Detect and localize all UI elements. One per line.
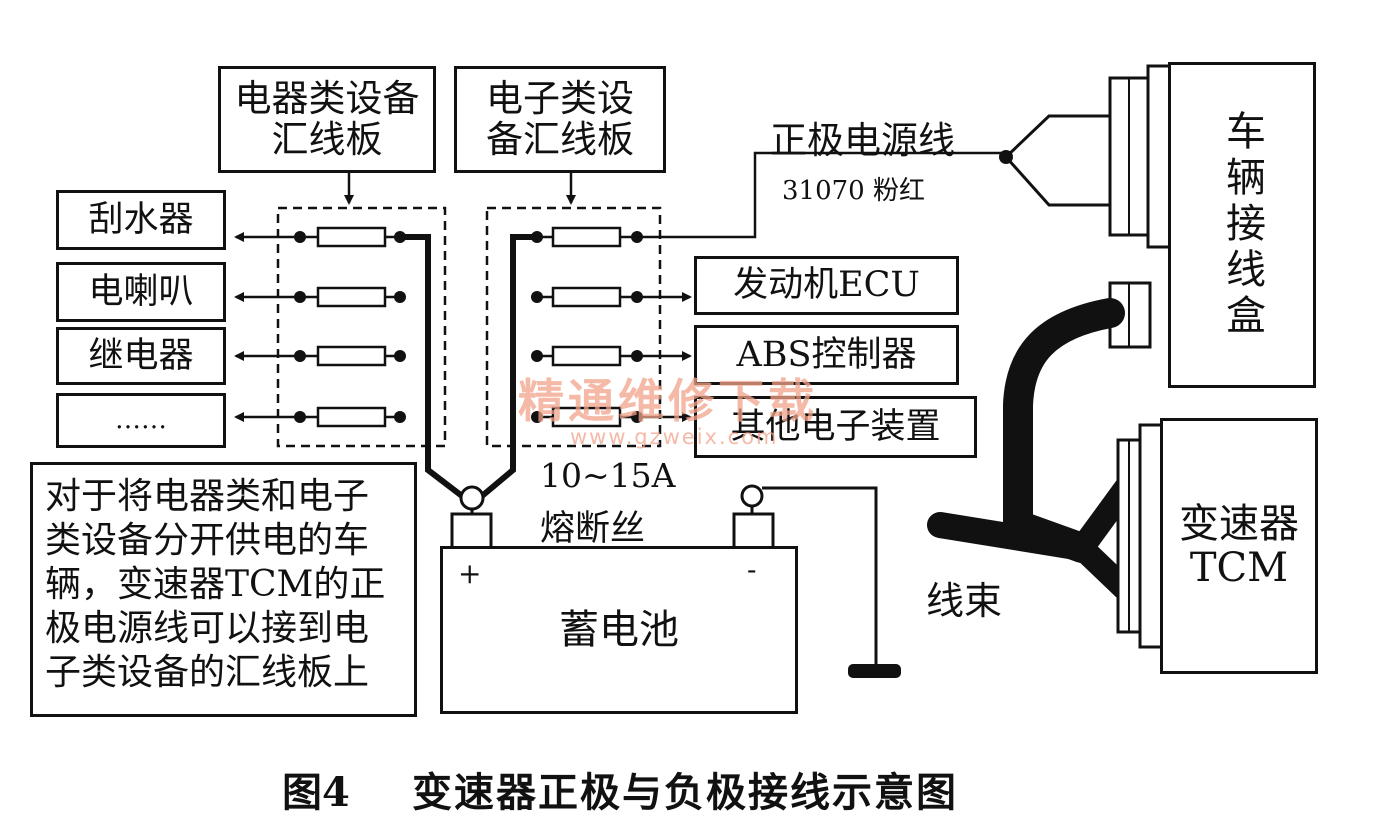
- fuse-rating-label: 10~15A: [540, 456, 676, 495]
- electronic-bus-outline: [485, 206, 662, 448]
- junction-box: 车辆接线盒: [1168, 62, 1316, 388]
- battery: 蓄电池: [440, 546, 798, 714]
- fuse-name-label: 熔断丝: [540, 509, 646, 549]
- figure-title: 变速器正极与负极接线示意图: [412, 769, 958, 816]
- load-box-other-electronics: 其他电子装置: [694, 396, 977, 458]
- electrical-bus-outline: [276, 206, 447, 448]
- load-label: 继电器: [88, 335, 194, 376]
- load-box-more: ……: [56, 393, 226, 448]
- load-label: ……: [115, 405, 167, 436]
- electrical-fuse-rows: [234, 226, 400, 428]
- electrical-bus-text: 电器类设备汇线板: [234, 76, 420, 161]
- note-box: 对于将电器类和电子类设备分开供电的车辆，变速器TCM的正极电源线可以接到电子类设…: [30, 462, 417, 717]
- load-label: ABS控制器: [736, 334, 917, 375]
- positive-wire-label: 正极电源线: [770, 119, 955, 162]
- watermark-url: www.gzweix.com: [570, 425, 779, 449]
- load-label: 其他电子装置: [730, 406, 941, 447]
- tcm-label: 变速器TCM: [1179, 501, 1299, 591]
- electrical-bus-label: 电器类设备汇线板: [218, 66, 436, 173]
- electronic-bus-label: 电子类设备汇线板: [454, 66, 666, 173]
- load-box-relay: 继电器: [56, 327, 226, 385]
- tcm-box: 变速器TCM: [1160, 418, 1318, 674]
- junction-box-label: 车辆接线盒: [1219, 110, 1265, 340]
- load-box-abs: ABS控制器: [694, 325, 959, 385]
- battery-label: 蓄电池: [559, 607, 679, 653]
- ground-symbol: [848, 664, 901, 678]
- wire-code-label: 31070 粉红: [782, 176, 925, 206]
- note-text: 对于将电器类和电子类设备分开供电的车辆，变速器TCM的正极电源线可以接到电子类设…: [45, 476, 386, 693]
- load-box-wiper: 刮水器: [56, 190, 226, 250]
- figure-number: 图4: [282, 769, 350, 816]
- electronic-bus-text: 电子类设备汇线板: [486, 76, 634, 161]
- watermark-text: 精通维修下载: [518, 374, 818, 428]
- load-label: 刮水器: [88, 199, 194, 240]
- load-box-engine-ecu: 发动机ECU: [694, 256, 959, 315]
- electronic-fuse-rows: [537, 151, 1004, 428]
- battery-minus-sign: -: [747, 553, 757, 586]
- battery-plus-sign: +: [458, 557, 482, 590]
- load-label: 电喇叭: [88, 271, 194, 312]
- load-label: 发动机ECU: [733, 265, 920, 306]
- harness-label: 线束: [926, 579, 1003, 623]
- load-box-horn: 电喇叭: [56, 262, 226, 322]
